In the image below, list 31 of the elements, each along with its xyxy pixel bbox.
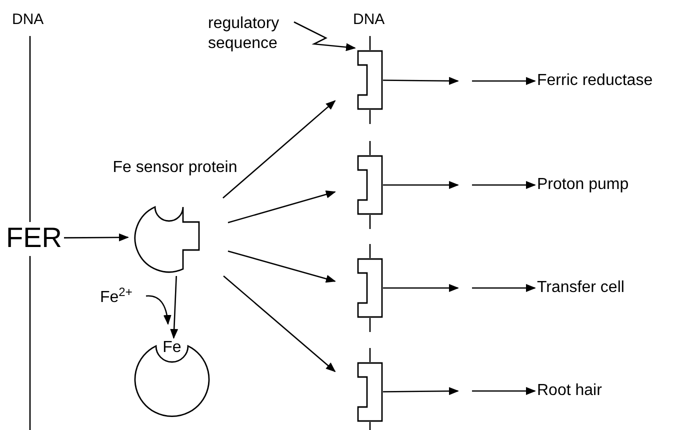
arrow xyxy=(228,250,336,283)
dna-label: DNA xyxy=(12,10,44,30)
arrow xyxy=(228,190,336,224)
regulatory-element xyxy=(357,258,383,318)
arrow xyxy=(383,387,459,396)
protein-label: Fe sensor protein xyxy=(112,158,238,178)
regulatory-element xyxy=(357,155,383,215)
dna-label: DNA xyxy=(353,10,385,30)
arrow xyxy=(222,100,336,198)
regulatory-element xyxy=(357,50,383,110)
arrow xyxy=(170,276,178,339)
ion-label: Fe$^{2+}$ xyxy=(100,286,146,310)
arrow xyxy=(472,387,536,395)
arrow xyxy=(472,181,536,189)
product-label: Proton pump xyxy=(537,173,675,197)
regulatory-element xyxy=(357,362,383,422)
product-label: Transfer cell xyxy=(537,276,675,300)
arrow xyxy=(64,233,129,242)
leader-line xyxy=(294,21,356,52)
gene-label: FER xyxy=(6,222,62,254)
arrow xyxy=(383,284,459,292)
arrow xyxy=(146,295,172,325)
arrow xyxy=(383,76,459,85)
product-label: Ferric reductase xyxy=(537,69,675,93)
arrow xyxy=(223,276,336,372)
iron-label: Fe xyxy=(162,338,182,358)
arrow xyxy=(383,181,459,189)
arrow xyxy=(472,77,536,85)
annotation-text: regulatory sequence xyxy=(208,12,298,56)
arrow xyxy=(472,284,536,292)
product-label: Root hair xyxy=(537,379,675,403)
